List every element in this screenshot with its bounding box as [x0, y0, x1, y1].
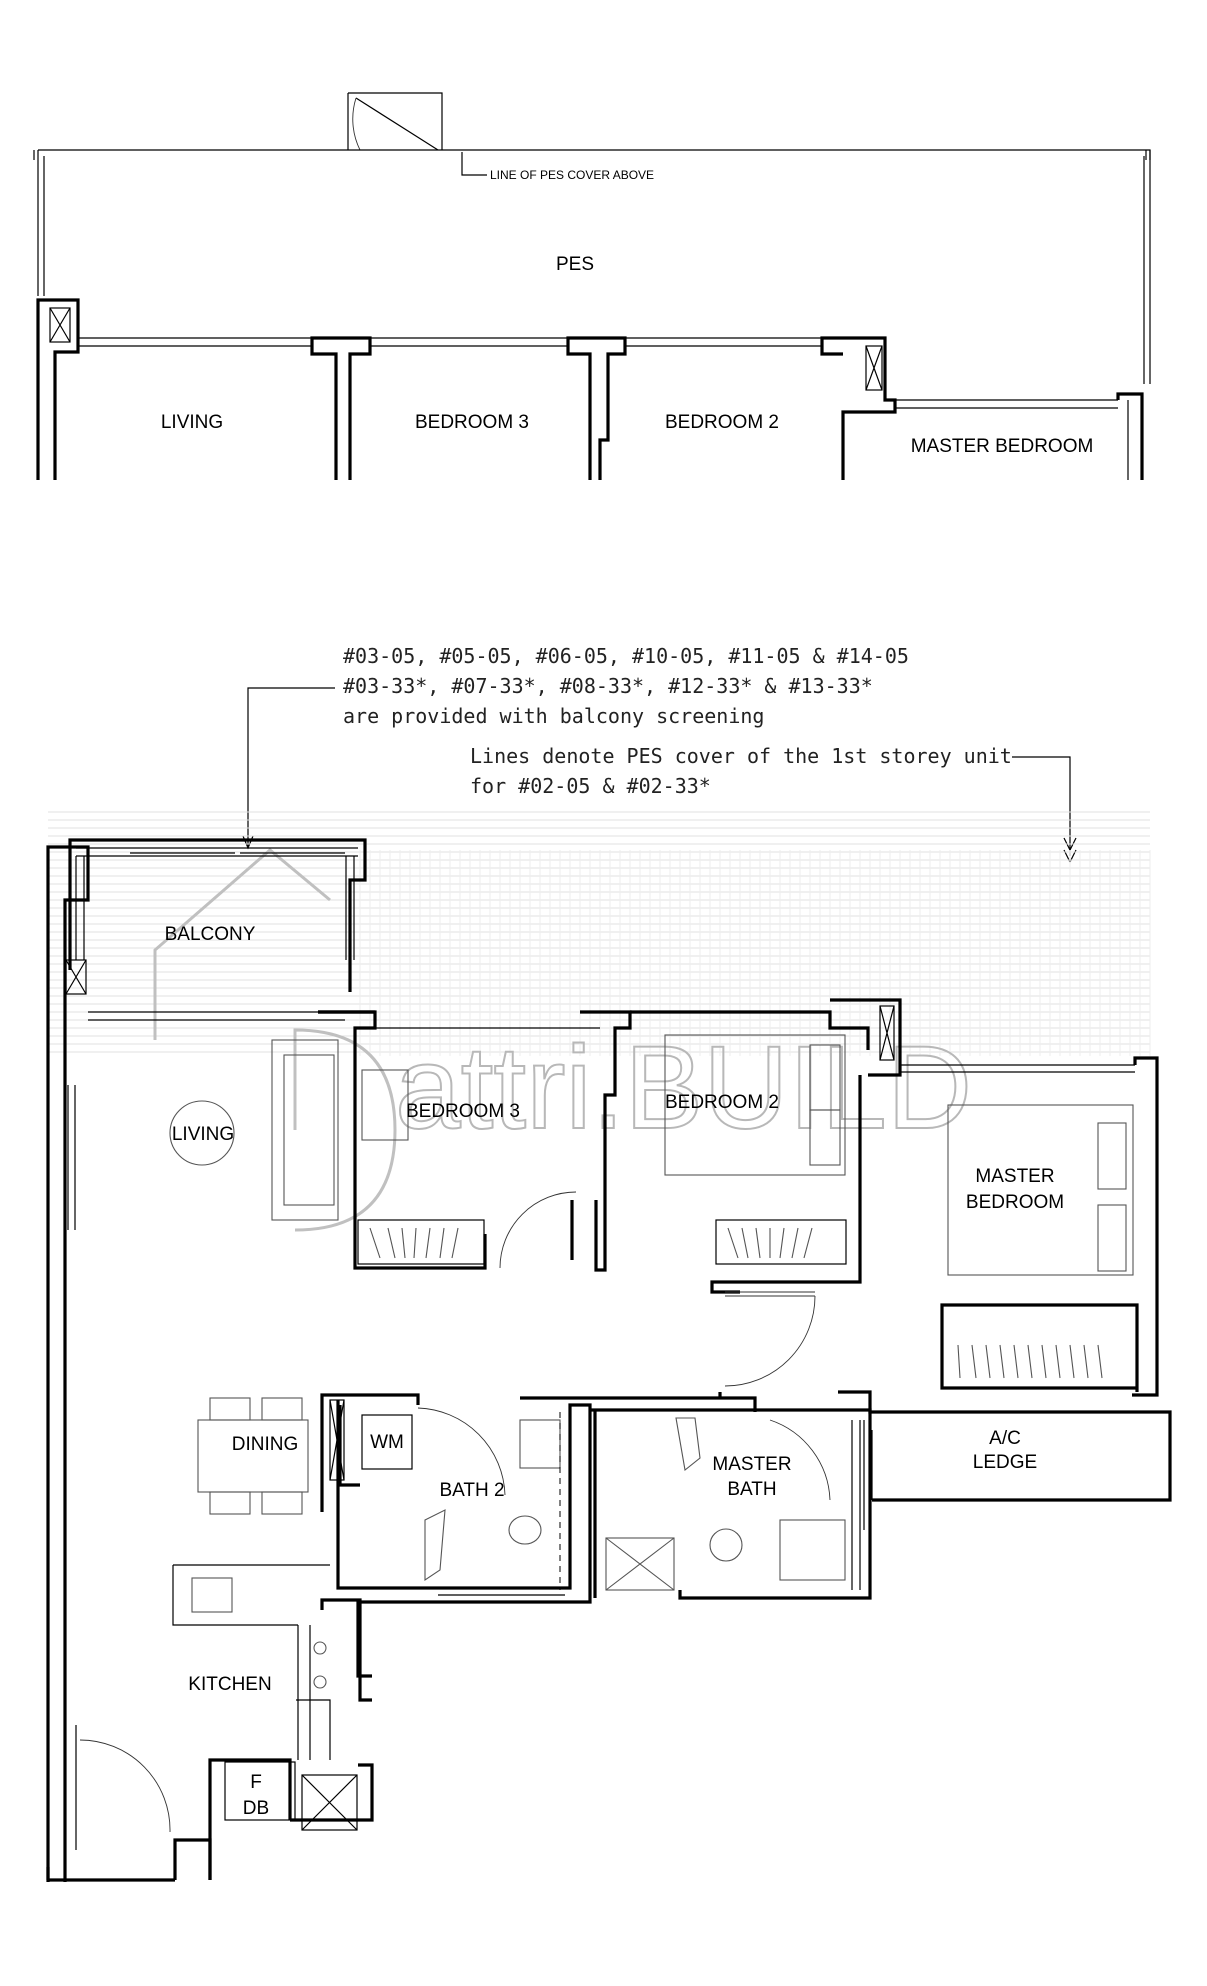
notes: #03-05, #05-05, #06-05, #10-05, #11-05 &… — [242, 644, 1077, 864]
ac-ledge-label-line2: LEDGE — [973, 1452, 1037, 1473]
screening-note-line2: #03-33*, #07-33*, #08-33*, #12-33* & #13… — [343, 674, 873, 698]
pes-cover-note: LINE OF PES COVER ABOVE — [490, 168, 654, 182]
kitchen-label: KITCHEN — [188, 1674, 271, 1695]
pes-master-bedroom-label: MASTER BEDROOM — [911, 436, 1094, 457]
balcony-label: BALCONY — [165, 924, 256, 945]
fridge-label: F — [250, 1772, 262, 1793]
screening-note-line1: #03-05, #05-05, #06-05, #10-05, #11-05 &… — [343, 644, 909, 668]
pes-bedroom3-label: BEDROOM 3 — [415, 412, 529, 433]
master-bath-label-line1: MASTER — [712, 1454, 791, 1475]
master-bedroom-label-line1: MASTER — [975, 1166, 1054, 1187]
cover-note-line2: for #02-05 & #02-33* — [470, 774, 711, 798]
master-bedroom-label-line2: BEDROOM — [966, 1192, 1064, 1213]
unit-plan: BALCONY LIVING BEDROOM 3 BEDROOM 2 MASTE… — [46, 838, 1172, 1882]
pes-wall-living-left — [36, 298, 80, 480]
ac-ledge-label-line1: A/C — [989, 1428, 1021, 1449]
watermark-text: attri.BUILD — [395, 1022, 972, 1154]
watermark: attri.BUILD — [153, 848, 973, 1232]
pes-living-label: LIVING — [161, 412, 223, 433]
pes-plan: LINE OF PES COVER ABOVE PES LIVING BEDRO… — [33, 92, 1151, 480]
cover-note-line1: Lines denote PES cover of the 1st storey… — [470, 744, 1012, 768]
pes-cover-hatch — [48, 811, 1151, 1056]
bedroom2-label: BEDROOM 2 — [665, 1092, 779, 1113]
master-bath-label-line2: BATH — [727, 1479, 776, 1500]
wm-label: WM — [370, 1432, 404, 1453]
pes-bedroom2-label: BEDROOM 2 — [665, 412, 779, 433]
pes-label: PES — [556, 254, 594, 275]
bath2-label: BATH 2 — [439, 1480, 504, 1501]
bedroom3-label: BEDROOM 3 — [406, 1101, 520, 1122]
living-label: LIVING — [172, 1124, 234, 1145]
db-label: DB — [243, 1798, 269, 1819]
pes-cover-leader — [461, 152, 487, 176]
cover-leader — [1012, 756, 1071, 856]
screening-note-line3: are provided with balcony screening — [343, 704, 764, 728]
dining-label: DINING — [232, 1434, 299, 1455]
screening-leader — [247, 687, 335, 846]
